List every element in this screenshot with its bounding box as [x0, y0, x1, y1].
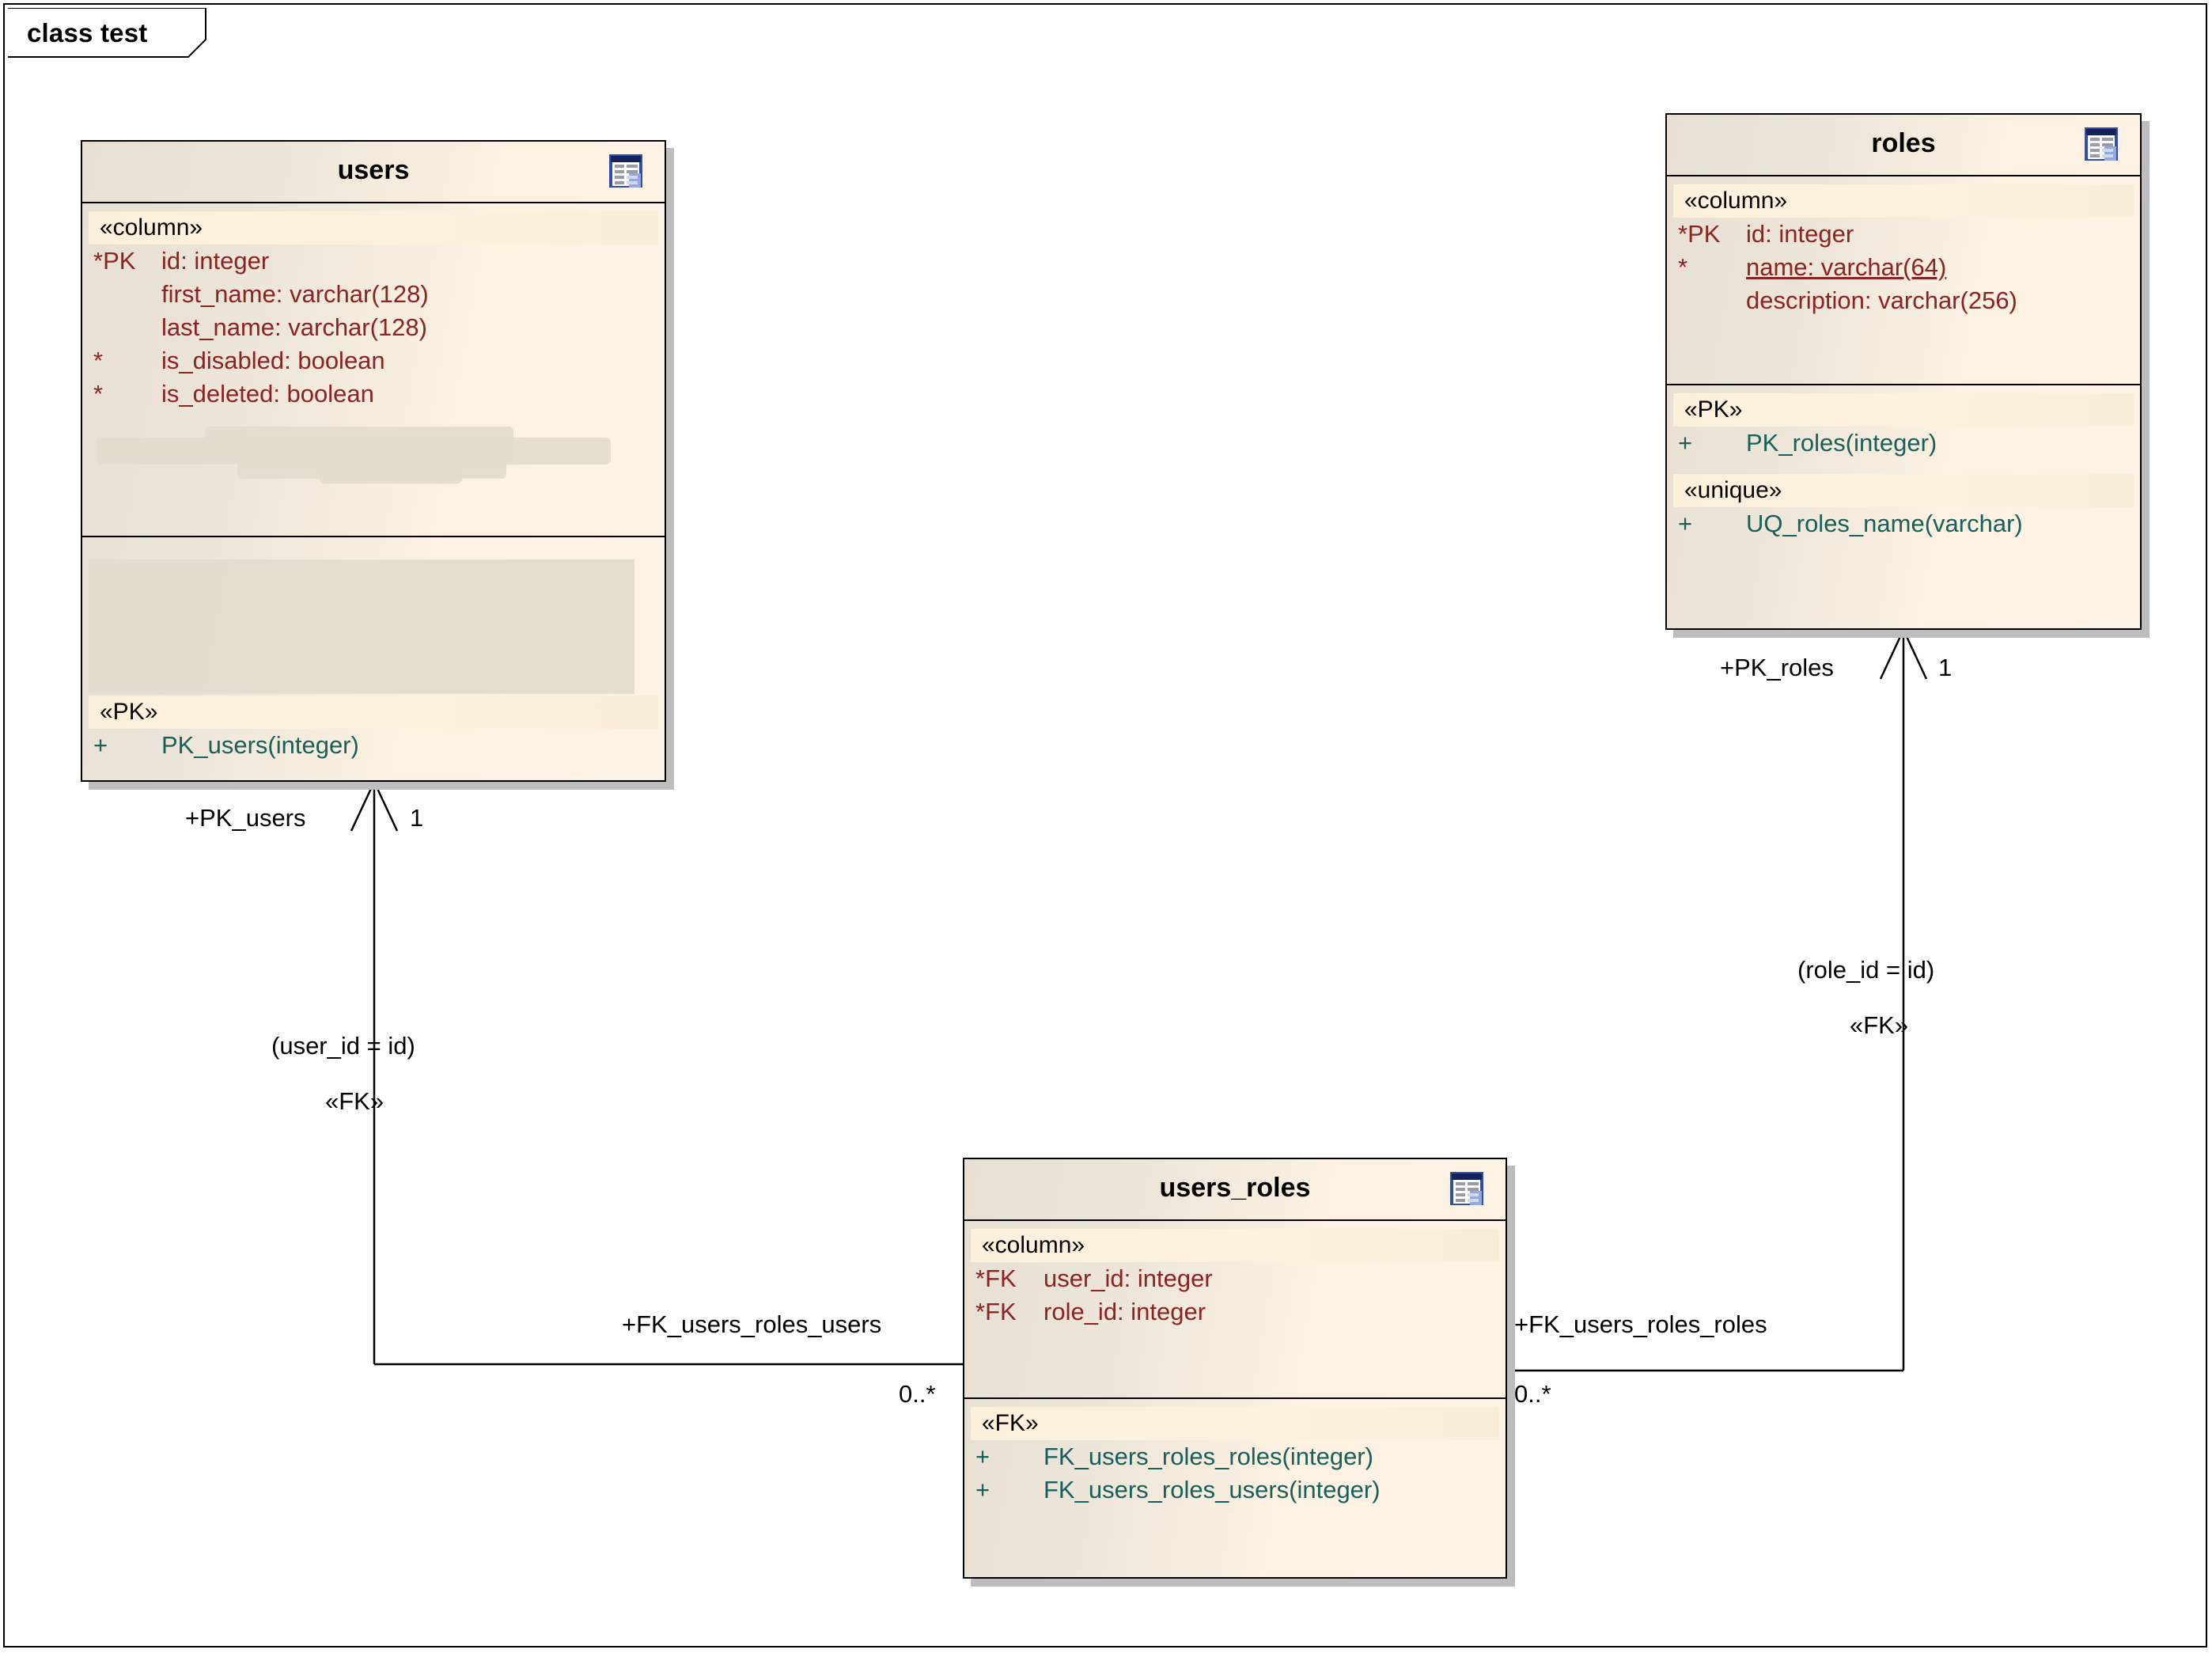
- operation-text: PK_users(integer): [161, 731, 359, 759]
- attribute-mark: *FK: [975, 1265, 1017, 1292]
- operation-row[interactable]: + FK_users_roles_users(integer): [964, 1473, 1506, 1507]
- attribute-row[interactable]: *PK id: integer: [1667, 218, 2140, 251]
- class-header-users-roles: users_roles: [964, 1159, 1506, 1221]
- assoc-left-constraint: (user_id = id): [271, 1032, 415, 1060]
- attribute-mark: *PK: [1678, 220, 1721, 248]
- attribute-row[interactable]: *FK role_id: integer: [964, 1295, 1506, 1329]
- attribute-row[interactable]: last_name: varchar(128): [82, 311, 665, 344]
- class-box-users-roles[interactable]: users_roles «colum: [963, 1158, 1515, 1587]
- attribute-mark: *: [1678, 253, 1688, 281]
- frame-tab-shape: [8, 8, 206, 58]
- assoc-left-target-role: +PK_users: [185, 804, 306, 832]
- assoc-right-source-role: +FK_users_roles_roles: [1514, 1310, 1767, 1338]
- class-title-users-roles: users_roles: [1159, 1173, 1311, 1203]
- table-icon: [609, 154, 642, 188]
- attribute-row[interactable]: * is_disabled: boolean: [82, 344, 665, 377]
- attribute-mark: *: [93, 380, 104, 408]
- operation-visibility: +: [93, 731, 108, 759]
- assoc-right-constraint: (role_id = id): [1797, 956, 1935, 984]
- stereotype-unique: «unique»: [1673, 474, 2134, 507]
- stereotype-column: «column»: [1673, 184, 2134, 218]
- assoc-right-stereotype: «FK»: [1850, 1011, 1909, 1039]
- stereotype-pk: «PK»: [1673, 393, 2134, 427]
- operation-row[interactable]: + FK_users_roles_roles(integer): [964, 1440, 1506, 1473]
- attribute-text: user_id: integer: [1044, 1265, 1213, 1292]
- compartment-users-roles-column: «column» *FK user_id: integer *FK role_id:…: [964, 1221, 1506, 1397]
- attribute-mark: *FK: [975, 1298, 1017, 1325]
- attribute-mark: *PK: [93, 247, 136, 275]
- assoc-right-target-role: +PK_roles: [1720, 654, 1834, 681]
- diagram-frame: class test +PK_users 1 (user_id = id) «F…: [3, 3, 2207, 1648]
- compartment-users-pk: «PK» + PK_users(integer): [82, 536, 665, 780]
- redaction-smudge: [320, 469, 462, 483]
- attribute-text: id: integer: [1746, 220, 1854, 248]
- class-header-roles: roles: [1667, 115, 2140, 176]
- attribute-mark: *: [93, 347, 104, 374]
- attribute-text: role_id: integer: [1044, 1298, 1206, 1325]
- operation-text: FK_users_roles_roles(integer): [1044, 1443, 1373, 1470]
- class-box-roles[interactable]: roles «column»: [1665, 113, 2150, 638]
- compartment-users-column: «column» *PK id: integer first_name: varc…: [82, 203, 665, 536]
- operation-row[interactable]: + PK_roles(integer): [1667, 427, 2140, 460]
- operation-text: UQ_roles_name(varchar): [1746, 510, 2023, 537]
- attribute-row[interactable]: first_name: varchar(128): [82, 278, 665, 311]
- assoc-right-source-multiplicity: 0..*: [1514, 1380, 1551, 1408]
- operation-visibility: +: [1678, 429, 1693, 457]
- assoc-left-stereotype: «FK»: [325, 1087, 384, 1115]
- stereotype-pk: «PK»: [89, 696, 658, 729]
- attribute-text: name: varchar(64): [1746, 253, 1947, 281]
- assoc-left-source-multiplicity: 0..*: [899, 1380, 936, 1408]
- class-header-users: users: [82, 142, 665, 203]
- redaction-smudge: [89, 559, 634, 694]
- attribute-row[interactable]: * is_deleted: boolean: [82, 377, 665, 411]
- attribute-text: first_name: varchar(128): [161, 280, 429, 308]
- assoc-left-source-role: +FK_users_roles_users: [622, 1310, 882, 1338]
- operation-text: FK_users_roles_users(integer): [1044, 1476, 1381, 1503]
- stereotype-fk: «FK»: [971, 1407, 1499, 1440]
- assoc-left-target-multiplicity: 1: [410, 804, 424, 832]
- compartment-roles-column: «column» *PK id: integer * name: varchar(6…: [1667, 176, 2140, 384]
- operation-row[interactable]: + PK_users(integer): [82, 729, 665, 762]
- operation-visibility: +: [1678, 510, 1693, 537]
- class-title-users: users: [337, 155, 410, 185]
- attribute-text: last_name: varchar(128): [161, 313, 427, 341]
- table-icon: [1450, 1172, 1483, 1205]
- operation-text: PK_roles(integer): [1746, 429, 1937, 457]
- operation-visibility: +: [975, 1443, 990, 1470]
- compartment-roles-keys: «PK» + PK_roles(integer) «unique» + UQ_rol…: [1667, 384, 2140, 628]
- frame-title: class test: [27, 18, 148, 47]
- compartment-users-roles-fk: «FK» + FK_users_roles_roles(integer) + FK_…: [964, 1397, 1506, 1577]
- class-box-users[interactable]: users «colu: [81, 140, 674, 790]
- attribute-row[interactable]: *PK id: integer: [82, 245, 665, 278]
- stereotype-column: «column»: [971, 1229, 1499, 1262]
- attribute-text: is_disabled: boolean: [161, 347, 385, 374]
- attribute-row[interactable]: * name: varchar(64): [1667, 251, 2140, 284]
- association-fk-users-roles-users: [350, 779, 966, 1366]
- class-title-roles: roles: [1871, 128, 1936, 158]
- attribute-text: id: integer: [161, 247, 270, 275]
- table-icon: [2085, 127, 2118, 161]
- frame-name-tab: class test: [8, 8, 220, 59]
- redaction-smudge: [205, 427, 513, 458]
- stereotype-column: «column»: [89, 211, 658, 245]
- attribute-row[interactable]: *FK user_id: integer: [964, 1262, 1506, 1295]
- association-fk-users-roles-roles: [1506, 628, 1928, 1372]
- operation-visibility: +: [975, 1476, 990, 1503]
- attribute-text: is_deleted: boolean: [161, 380, 374, 408]
- operation-row[interactable]: + UQ_roles_name(varchar): [1667, 507, 2140, 540]
- assoc-right-target-multiplicity: 1: [1938, 654, 1953, 681]
- attribute-text: description: varchar(256): [1746, 286, 2017, 314]
- attribute-row[interactable]: description: varchar(256): [1667, 284, 2140, 317]
